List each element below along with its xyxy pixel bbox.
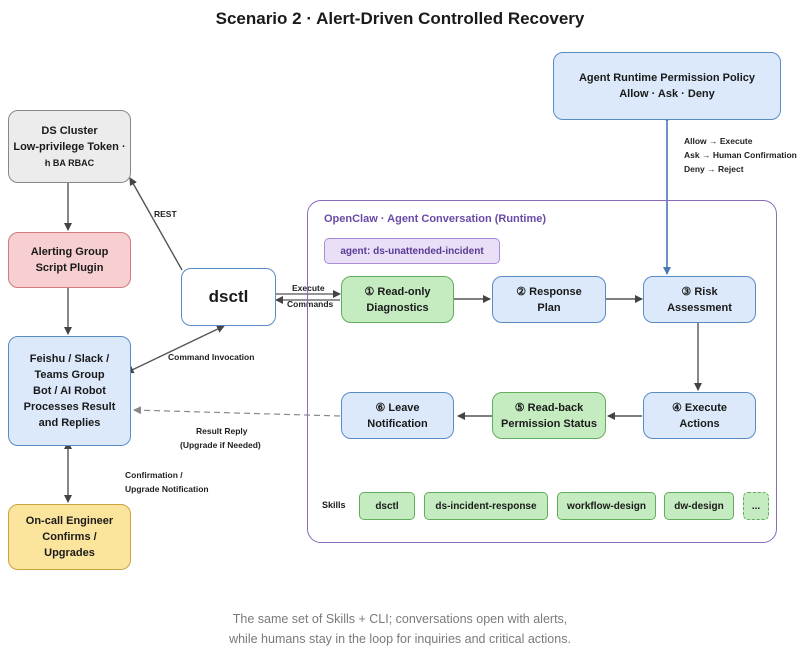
alerting-title: Alerting Group — [30, 246, 109, 258]
step2-line-2: Plan — [537, 301, 561, 314]
step4-line-1: ④ Execute — [671, 401, 728, 414]
label-policy-deny: Deny → Reject — [684, 164, 744, 174]
dsctl-node: dsctl — [181, 268, 276, 326]
label-upgrade-if-needed: (Upgrade if Needed) — [180, 440, 261, 450]
edge-step6-chat — [133, 406, 341, 417]
chat-line-1: Feishu / Slack / — [29, 353, 110, 365]
label-policy-ask: Ask → Human Confirmation — [684, 150, 797, 160]
chat-line-4: Processes Result — [23, 401, 116, 413]
step6-line-2: Notification — [367, 417, 428, 430]
policy-modes: Allow · Ask · Deny — [619, 88, 715, 100]
ds-cluster-node: DS Cluster Low-privilege Token · ł℩ BA R… — [8, 110, 131, 183]
label-upgrade-notification: Upgrade Notification — [125, 484, 209, 494]
step3-line-1: ③ Risk — [681, 285, 718, 298]
step-read-back-permission-status: ⑤ Read-back Permission Status — [492, 392, 606, 439]
alerting-group-node: Alerting Group Script Plugin — [8, 232, 131, 288]
step-leave-notification: ⑥ Leave Notification — [341, 392, 454, 439]
label-commands: Commands — [287, 299, 334, 309]
runtime-container — [307, 200, 777, 543]
policy-title: Agent Runtime Permission Policy — [578, 72, 756, 84]
skill-chip: ds-incident-response — [424, 492, 548, 520]
skill-chip-more: ... — [743, 492, 769, 520]
step-response-plan: ② Response Plan — [492, 276, 606, 323]
chat-line-3: Bot / AI Robot — [33, 385, 106, 397]
chat-line-5: and Replies — [38, 417, 101, 429]
agent-tag: agent: ds-unattended-incident — [324, 238, 500, 264]
ds-cluster-token: Low-privilege Token · — [13, 140, 126, 153]
step6-line-1: ⑥ Leave — [375, 401, 420, 414]
ds-cluster-title: DS Cluster — [41, 124, 98, 137]
label-rest: REST — [154, 209, 177, 219]
permission-policy-node: Agent Runtime Permission Policy Allow · … — [553, 52, 781, 120]
step1-line-1: ① Read-only — [364, 285, 431, 298]
oncall-title: On-call Engineer — [25, 515, 114, 527]
step-execute-actions: ④ Execute Actions — [643, 392, 756, 439]
skill-chip: workflow-design — [557, 492, 656, 520]
skills-label: Skills — [322, 500, 346, 510]
label-policy-allow: Allow → Execute — [684, 136, 753, 146]
chat-line-2: Teams Group — [34, 369, 105, 381]
alerting-subtitle: Script Plugin — [35, 262, 104, 274]
step-read-only-diagnostics: ① Read-only Diagnostics — [341, 276, 454, 323]
label-execute: Execute — [292, 283, 325, 293]
edge-dsctl-cluster — [129, 177, 183, 271]
oncall-line-3: Upgrades — [44, 547, 95, 559]
skill-chip: dw-design — [664, 492, 734, 520]
edge-chat-dsctl — [125, 325, 225, 374]
step2-line-1: ② Response — [516, 285, 582, 298]
step1-line-2: Diagnostics — [366, 301, 429, 314]
step5-line-1: ⑤ Read-back — [514, 401, 584, 414]
diagram-title: Scenario 2 · Alert-Driven Controlled Rec… — [215, 9, 585, 28]
runtime-title: OpenClaw · Agent Conversation (Runtime) — [324, 213, 547, 225]
label-result-reply: Result Reply — [196, 426, 248, 436]
chat-bot-node: Feishu / Slack / Teams Group Bot / AI Ro… — [8, 336, 131, 446]
oncall-line-2: Confirms / — [42, 531, 97, 543]
step5-line-2: Permission Status — [501, 417, 597, 430]
step-risk-assessment: ③ Risk Assessment — [643, 276, 756, 323]
skill-chip: dsctl — [359, 492, 415, 520]
oncall-engineer-node: On-call Engineer Confirms / Upgrades — [8, 504, 131, 570]
step4-line-2: Actions — [679, 417, 720, 430]
footer-line-1: The same set of Skills + CLI; conversati… — [232, 612, 568, 626]
step3-line-2: Assessment — [667, 301, 732, 314]
ds-cluster-rbac: ł℩ BA RBAC — [44, 157, 95, 168]
label-command-invocation: Command Invocation — [168, 352, 255, 362]
dsctl-label: dsctl — [208, 287, 249, 306]
footer-line-2: while humans stay in the loop for inquir… — [229, 632, 571, 646]
label-confirmation: Confirmation / — [125, 470, 183, 480]
